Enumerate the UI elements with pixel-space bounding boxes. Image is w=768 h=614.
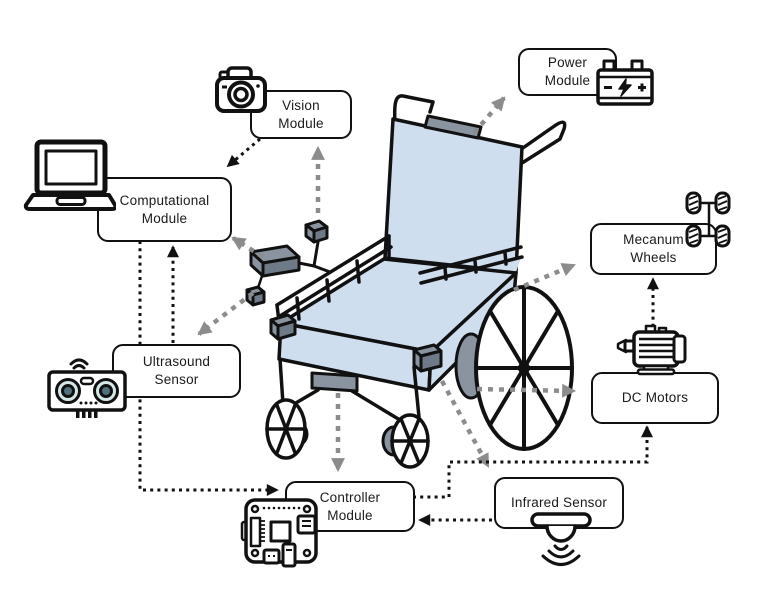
frame-legs [278,357,421,422]
left-push-handle [392,94,435,126]
battery-mount [423,114,483,140]
node-computational-module: Computational Module [97,177,232,242]
edge-chair-to-dcmotors [476,383,577,398]
backrest [383,117,524,274]
node-ultrasound-sensor: Ultrasound Sensor [112,344,241,398]
battery-icon [596,59,654,106]
controller-board-icon [240,498,318,568]
rear-wheel [474,285,574,451]
edge-chair-to-power [472,96,506,135]
right-push-handle [518,120,567,165]
mecanum-wheels-icon [685,191,731,248]
infrared-sensor-icon [530,512,592,566]
laptop-icon [23,139,116,211]
ultrasound-sensor-icon [47,358,127,418]
gray-arrows [197,96,577,473]
camera-icon [215,66,267,113]
left-rail [275,234,393,332]
edge-vision-to-computational [226,137,261,168]
node-dc-motors: DC Motors [591,372,719,424]
front-left-caster [265,398,309,460]
edge-computational-to-controller [138,241,279,496]
right-rail [418,245,524,285]
edge-chair-to-infrared [440,379,490,468]
front-right-caster [381,413,430,469]
edge-chair-to-ultrasound [197,291,255,336]
wheelchair [245,94,574,469]
underseat-box [310,371,359,393]
dc-motor-icon [616,324,687,376]
edge-controller-to-dcmotors [413,425,653,499]
